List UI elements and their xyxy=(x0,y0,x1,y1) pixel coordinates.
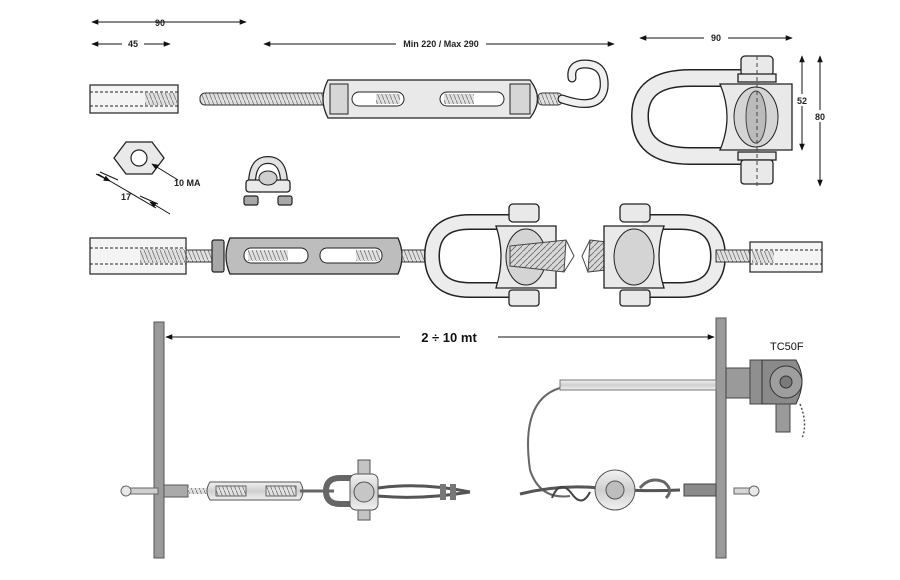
dim-label-min-max: Min 220 / Max 290 xyxy=(403,39,479,49)
wire-rope-clip-part xyxy=(243,155,293,206)
left-anchor-assembly xyxy=(120,459,471,521)
dim-label-10ma: 10 MA xyxy=(174,178,201,188)
dim-shackle-52: 52 xyxy=(792,55,812,151)
tc50f-sensor: TC50F xyxy=(559,341,806,439)
dim-label-90-top: 90 xyxy=(155,18,165,28)
turnbuckle-hook-part xyxy=(199,59,609,119)
assembly-sleeve-left xyxy=(89,237,187,275)
dim-sleeve-half: 45 xyxy=(91,38,171,50)
right-anchor-assembly xyxy=(519,387,760,511)
dim-label-17: 17 xyxy=(121,192,131,202)
sleeve-part xyxy=(89,84,179,114)
right-pole xyxy=(715,317,727,559)
hex-nut-part: 17 10 MA xyxy=(95,141,201,215)
left-pole xyxy=(153,321,165,559)
dim-turnbuckle-range: Min 220 / Max 290 xyxy=(263,38,615,50)
assembly-shackle-right xyxy=(603,203,753,307)
dim-label-52: 52 xyxy=(797,96,807,106)
span-label: 2 ÷ 10 mt xyxy=(421,330,477,345)
assembly-sleeve-right xyxy=(749,241,823,273)
shackle-part xyxy=(630,55,793,186)
dim-label-45: 45 xyxy=(128,39,138,49)
installation-span: 2 ÷ 10 mt xyxy=(153,317,727,559)
dim-label-80: 80 xyxy=(815,112,825,122)
dim-shackle-width: 90 xyxy=(639,31,793,43)
sensor-label: TC50F xyxy=(770,341,804,353)
dim-label-90-shackle: 90 xyxy=(711,33,721,43)
dim-sleeve-total: 90 xyxy=(91,18,247,28)
dim-shackle-80: 80 xyxy=(810,55,830,187)
assembly-turnbuckle xyxy=(185,237,435,275)
